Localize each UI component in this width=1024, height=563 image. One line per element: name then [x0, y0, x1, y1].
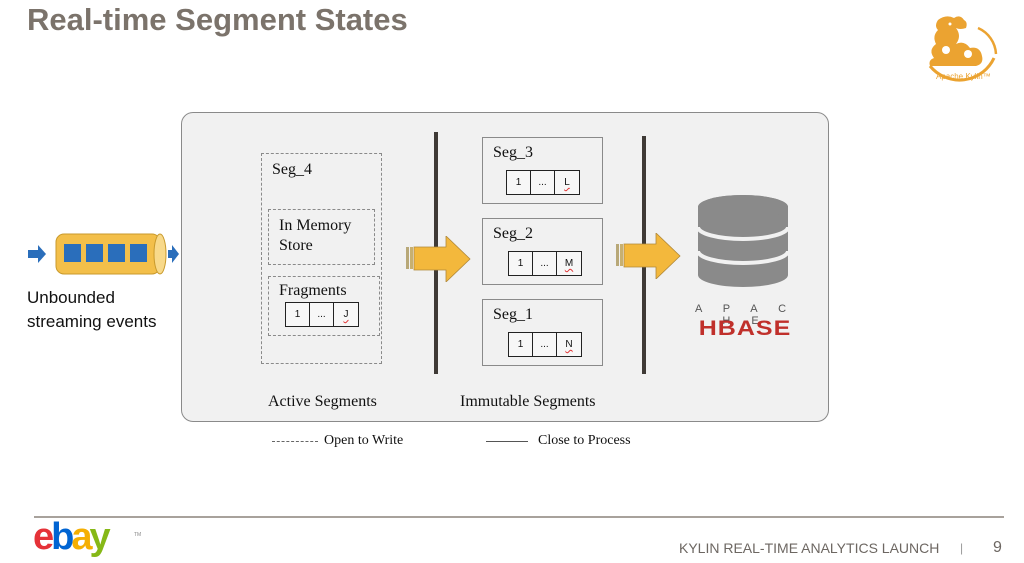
- arrow-to-hbase-icon: [616, 232, 682, 280]
- fragment-cell: 1: [507, 171, 531, 194]
- footer-separator: |: [960, 541, 964, 555]
- event-square-2: [86, 244, 103, 262]
- source-label-line2: streaming events: [27, 312, 157, 331]
- fragment-cell: ...: [531, 171, 555, 194]
- fragment-cell: N: [565, 339, 573, 350]
- legend-close-to-process: Close to Process: [538, 433, 631, 448]
- event-square-4: [130, 244, 147, 262]
- fragment-cell: ...: [533, 252, 557, 275]
- seg2-label: Seg_2: [493, 225, 533, 242]
- seg3-fragments: 1 ... L: [506, 170, 580, 195]
- legend-solid-line: [486, 441, 528, 442]
- streaming-queue: [26, 230, 180, 280]
- fragment-cell: ...: [533, 333, 557, 356]
- immutable-segments-label: Immutable Segments: [460, 393, 596, 410]
- kylin-lion-icon: [928, 16, 998, 82]
- fragments-label: Fragments: [279, 282, 347, 299]
- legend-open-to-write: Open to Write: [324, 433, 404, 448]
- ebay-letter-b: b: [51, 516, 74, 558]
- fragment-cell: L: [564, 177, 570, 188]
- input-arrow-icon: [28, 245, 46, 263]
- seg3-label: Seg_3: [493, 144, 533, 161]
- apache-kylin-logo: Apache Kylin™: [916, 6, 1002, 94]
- in-memory-store-line2: Store: [279, 237, 313, 254]
- in-memory-store[interactable]: In Memory Store: [268, 209, 375, 265]
- seg2-fragments: 1 ... M: [508, 251, 582, 276]
- immutable-segment-seg3[interactable]: Seg_3 1 ... L: [482, 137, 603, 204]
- ebay-letter-y: y: [89, 516, 111, 558]
- active-segment-seg4[interactable]: Seg_4 In Memory Store Fragments 1 ... J: [261, 153, 382, 364]
- footer-divider: [34, 516, 1004, 518]
- kylin-logo-label: Apache Kylin™: [936, 72, 991, 81]
- immutable-segment-seg2[interactable]: Seg_2 1 ... M: [482, 218, 603, 285]
- source-label-line1: Unbounded: [27, 288, 115, 307]
- ebay-trademark: TM: [134, 532, 142, 538]
- seg4-label: Seg_4: [272, 161, 312, 178]
- seg4-fragments: 1 ... J: [285, 302, 359, 327]
- fragments-box[interactable]: Fragments 1 ... J: [268, 276, 380, 336]
- ebay-logo: ebay: [33, 515, 111, 559]
- event-square-1: [64, 244, 81, 262]
- fragment-cell: 1: [286, 303, 310, 326]
- in-memory-store-label: In Memory Store: [279, 216, 351, 256]
- hbase-logo-apache: A P A C H E: [694, 303, 796, 327]
- active-segments-label: Active Segments: [268, 393, 377, 410]
- source-label: Unbounded streaming events: [27, 286, 156, 334]
- arrow-to-immutable-icon: [406, 235, 472, 283]
- fragment-cell: 1: [509, 252, 533, 275]
- footer-title: KYLIN REAL-TIME ANALYTICS LAUNCH: [679, 540, 940, 556]
- event-square-3: [108, 244, 125, 262]
- immutable-segment-seg1[interactable]: Seg_1 1 ... N: [482, 299, 603, 366]
- seg1-label: Seg_1: [493, 306, 533, 323]
- output-arrow-icon: [168, 245, 179, 263]
- in-memory-store-line1: In Memory: [279, 217, 352, 234]
- page-number: 9: [993, 539, 1002, 556]
- ebay-letter-a: a: [71, 516, 92, 558]
- fragment-cell: M: [564, 258, 574, 269]
- database-icon: [695, 193, 791, 289]
- hbase-logo-text: HBASE: [698, 316, 792, 340]
- fragment-cell: ...: [310, 303, 334, 326]
- fragment-cell: J: [343, 309, 349, 320]
- fragment-cell: 1: [509, 333, 533, 356]
- legend-dashed-line: [272, 441, 318, 442]
- seg1-fragments: 1 ... N: [508, 332, 582, 357]
- slide-title: Real-time Segment States: [27, 2, 408, 37]
- ebay-letter-e: e: [33, 516, 54, 558]
